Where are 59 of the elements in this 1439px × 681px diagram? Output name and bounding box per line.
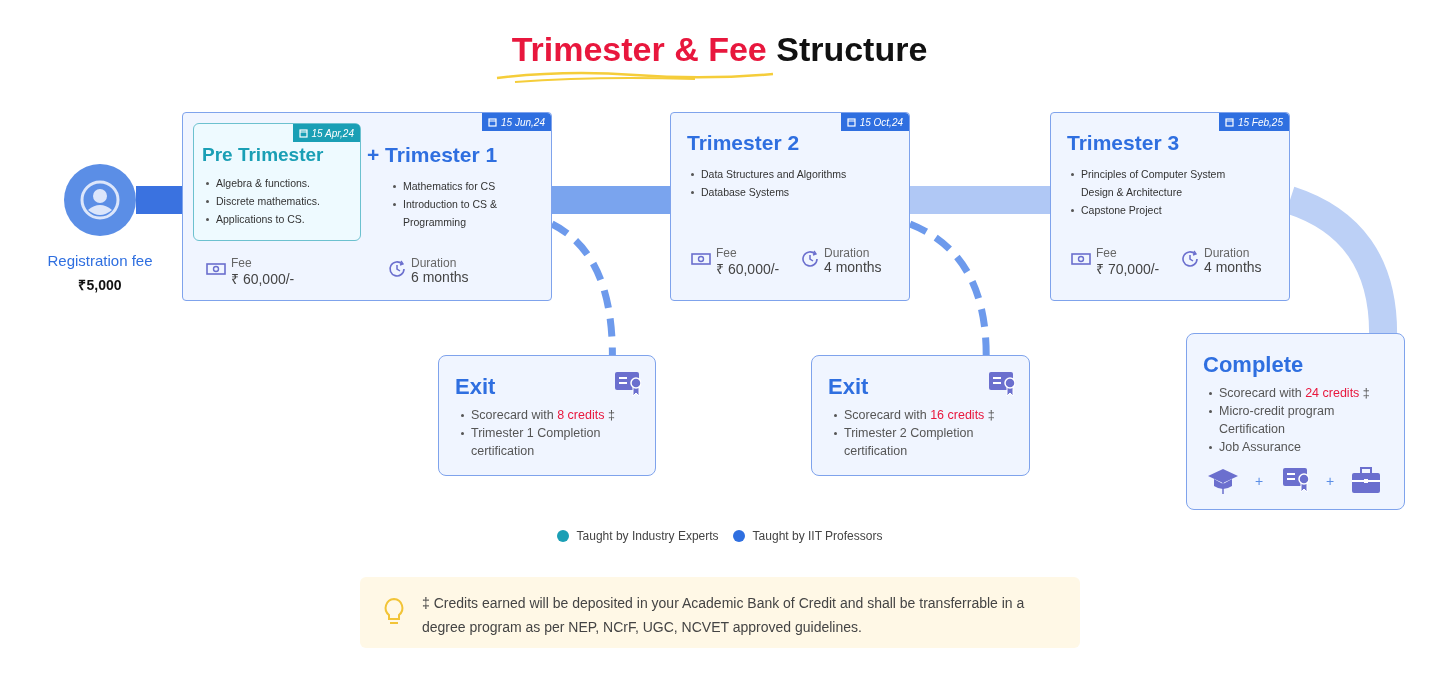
bullet-text: Principles of Computer System Design & Architecture [1081,168,1226,198]
card-heading: Pre Trimester [202,144,324,166]
date-text: 15 Apr,24 [311,127,354,139]
exit-card [811,355,1030,476]
legend-label: Taught by IIT Professors [752,529,883,543]
duration-label: Duration [824,246,870,260]
duration-value: 6 months [411,269,469,285]
bullet-text: Job Assurance [1219,440,1301,454]
card-heading: Exit [828,374,869,400]
bullet-text: Mathematics for CS [403,180,496,192]
fee-label: Fee [231,256,252,270]
bullet-text: Discrete mathematics. [216,195,320,207]
timeline-bar [910,186,1050,214]
card-heading: Complete [1203,352,1304,378]
bullet-text: Introduction to CS & Programming [403,198,497,228]
bullet-text: Scorecard with 24 credits ‡ [1219,386,1370,400]
fee-label: Fee [1096,246,1117,260]
bullet-text: Capstone Project [1081,204,1162,216]
plus-sign: + [1326,473,1335,489]
card-heading: Trimester 2 [687,131,800,155]
dashed-connector [908,220,990,356]
bullet-text: Algebra & functions. [216,177,310,189]
date-text: 15 Feb,25 [1237,116,1283,128]
bullet-text: Applications to CS. [216,213,305,225]
legend-label: Taught by Industry Experts [576,529,719,543]
footnote-text: ‡ Credits earned will be deposited in your Academic Bank of Credit and shall be transferrable in a degree program as per NEP, NCrF, UGC, NCVET approved guidelines. [422,594,1026,637]
card-heading: Trimester 3 [1067,131,1180,155]
trimester-card [182,112,552,301]
duration-label: Duration [1204,246,1250,260]
duration-label: Duration [411,256,457,270]
bullet-text: Trimester 2 Completion certification [844,426,974,458]
fee-label: Registration fee [46,252,154,269]
timeline-bar [552,186,670,214]
bullet-text: Micro-credit program Certification [1219,404,1335,436]
bullet-text: Scorecard with 8 credits ‡ [471,408,615,422]
duration-value: 4 months [1204,259,1262,275]
title: Trimester & Fee Structure [511,30,928,68]
fee-value: ₹ 60,000/- [231,270,295,288]
trimester-card [1050,112,1290,301]
timeline-bar [136,186,182,214]
bullet-text: Scorecard with 16 credits ‡ [844,408,995,422]
fee-amount: ₹5,000 [77,276,123,294]
fee-label: Fee [716,246,737,260]
duration-value: 4 months [824,259,882,275]
card-heading: Exit [455,374,496,400]
date-text: 15 Oct,24 [859,116,903,128]
date-text: 15 Jun,24 [501,116,545,128]
exit-card [438,355,656,476]
bullet-text: Trimester 1 Completion certification [471,426,601,458]
pre-trimester-card [193,123,361,241]
fee-value: ₹ 70,000/- [1096,260,1160,278]
plus-sign: + [1255,473,1264,489]
trimester-card [670,112,910,301]
fee-value: ₹ 60,000/- [716,260,780,278]
dashed-connector [550,220,616,356]
completion-card [1186,333,1405,510]
bullet-text: Database Systems [701,186,790,198]
bullet-text: Data Structures and Algorithms [701,168,847,180]
card-heading: + Trimester 1 [367,143,498,167]
